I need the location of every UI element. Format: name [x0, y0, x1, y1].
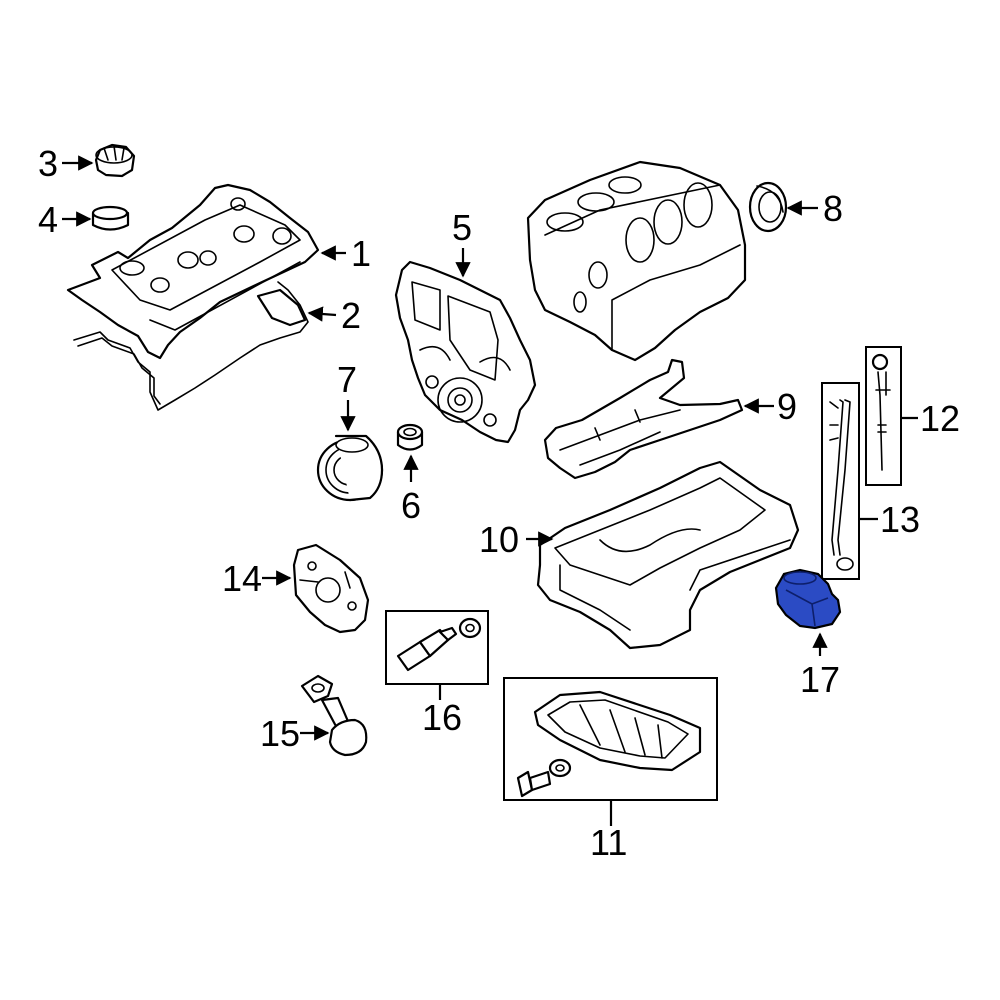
oil-filter-part	[774, 568, 842, 630]
callout-16: 16	[422, 697, 462, 738]
lower-oil-pan-part	[533, 690, 702, 772]
oil-pump-part	[292, 543, 370, 634]
callout-5: 5	[452, 207, 472, 248]
dipstick-tube-part	[829, 399, 854, 571]
timing-cover-part	[394, 260, 537, 444]
callout-3: 3	[38, 143, 58, 184]
relief-valve-box	[385, 610, 489, 685]
valve-cover-part	[66, 183, 320, 360]
callout-14: 14	[222, 558, 262, 599]
oil-strainer-part	[300, 674, 368, 757]
callout-9: 9	[777, 386, 797, 427]
drain-plug-part	[516, 758, 572, 798]
rear-main-seal-part	[748, 181, 788, 233]
callout-4: 4	[38, 199, 58, 240]
callout-17: 17	[800, 659, 840, 700]
callout-13: 13	[880, 499, 920, 540]
crankshaft-pulley-part	[316, 434, 384, 502]
engine-block-part	[526, 160, 747, 362]
callout-7: 7	[337, 359, 357, 400]
upper-oil-pan-part	[536, 460, 800, 650]
cap-seal-part	[91, 205, 130, 231]
dipstick-tube-box	[821, 382, 860, 580]
callout-10: 10	[479, 519, 519, 560]
callout-11: 11	[590, 822, 627, 863]
dipstick-part	[871, 353, 891, 471]
callout-15: 15	[260, 713, 300, 754]
callout-2: 2	[341, 295, 361, 336]
oil-baffle-part	[543, 358, 744, 480]
callout-1: 1	[351, 233, 371, 274]
relief-valve-part	[396, 617, 482, 672]
callout-6: 6	[401, 485, 421, 526]
oil-filler-cap-part	[94, 143, 136, 178]
small-seal-part	[396, 423, 424, 451]
valve-cover-gasket-part	[73, 281, 309, 411]
callout-8: 8	[823, 188, 843, 229]
dipstick-box	[865, 346, 902, 486]
callout-12: 12	[920, 398, 960, 439]
